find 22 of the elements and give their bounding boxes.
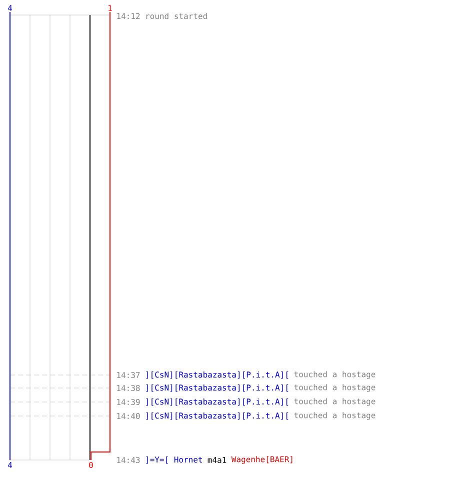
player-name: ][CsN][Rastabazasta][P.i.t.A][ xyxy=(146,398,288,406)
player-name: ]=Y=[ Hornet xyxy=(146,456,202,464)
axis-number: 0 xyxy=(89,462,93,468)
axis-number: 4 xyxy=(8,5,12,11)
player-name: ][CsN][Rastabazasta][P.i.t.A][ xyxy=(146,371,288,379)
event-text: touched a hostage xyxy=(294,398,376,406)
axis-number: 4 xyxy=(8,462,12,468)
player-name: ][CsN][Rastabazasta][P.i.t.A][ xyxy=(146,412,288,420)
axis-number: 1 xyxy=(108,5,112,11)
event-text: touched a hostage xyxy=(294,384,376,392)
timestamp: 14:39 xyxy=(117,398,140,406)
timestamp: 14:38 xyxy=(117,384,140,392)
timestamp: 14:40 xyxy=(117,412,140,420)
timestamp: 14:43 xyxy=(117,456,140,464)
player-name: ][CsN][Rastabazasta][P.i.t.A][ xyxy=(146,384,288,392)
event-text: touched a hostage xyxy=(294,412,376,420)
event-text: round started xyxy=(146,12,207,20)
timestamp: 14:37 xyxy=(117,372,140,378)
player-name: Wagenhe[BAER] xyxy=(231,456,292,464)
weapon-name: m4a1 xyxy=(208,457,226,463)
event-text: touched a hostage xyxy=(294,371,376,379)
timestamp: 14:12 xyxy=(117,13,140,19)
